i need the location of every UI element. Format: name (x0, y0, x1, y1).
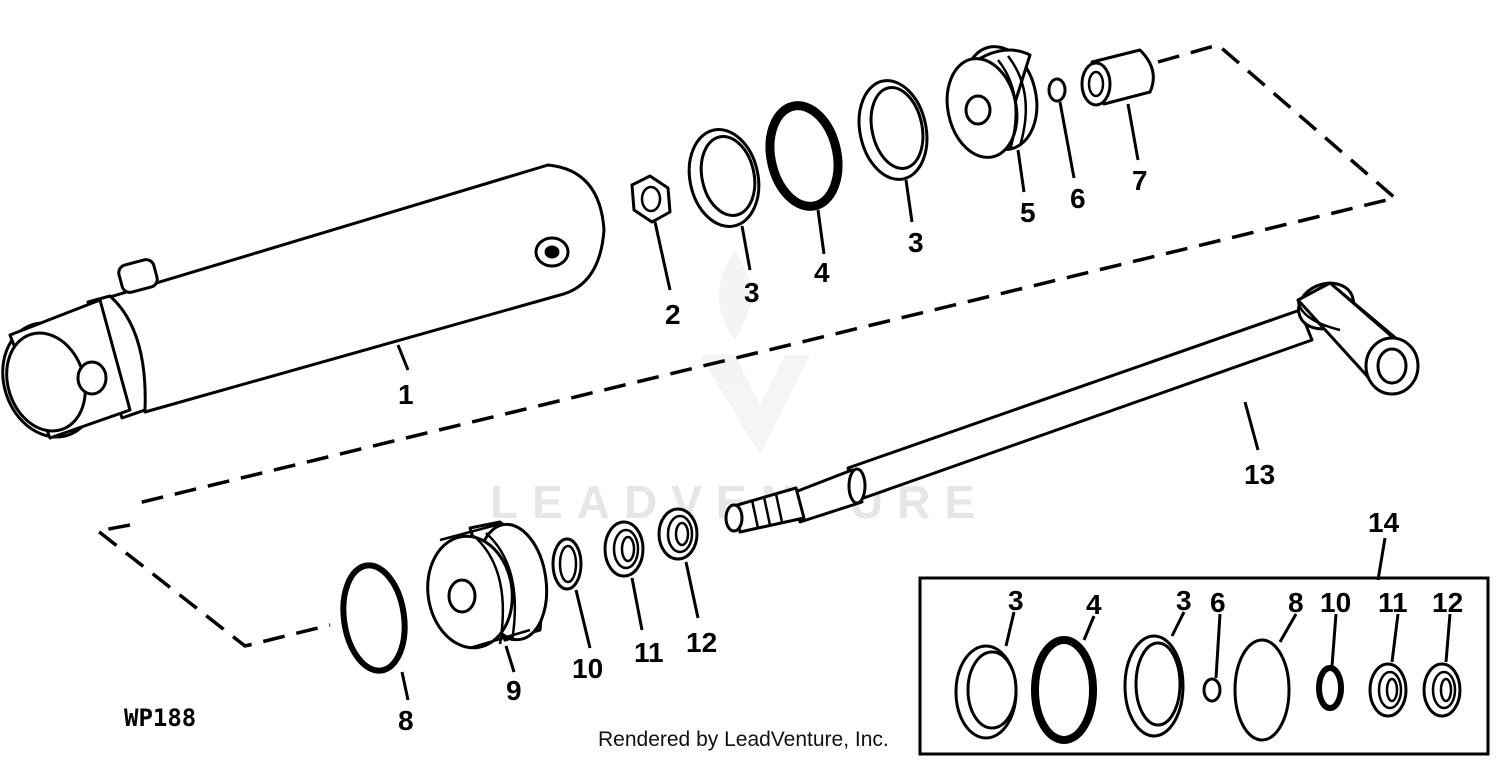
callout-12: 12 (686, 627, 717, 658)
callout-5: 5 (1020, 197, 1036, 228)
kit-callout-3-left: 3 (1008, 585, 1024, 616)
callout-7: 7 (1132, 165, 1148, 196)
part-5-piston (945, 45, 1039, 159)
part-10-o-ring (551, 537, 583, 591)
kit-callout-12: 12 (1432, 587, 1463, 618)
kit-part-10 (1316, 665, 1344, 711)
part-1-cylinder-barrel (1, 163, 606, 440)
part-12-wiper (657, 507, 699, 561)
part-7-bushing (1080, 48, 1155, 107)
part-3-backup-ring-upper-left (687, 128, 761, 228)
callout-11: 11 (634, 637, 664, 668)
callout-9: 9 (506, 675, 522, 706)
callout-2: 2 (665, 299, 681, 330)
part-8-packing-ring (340, 562, 408, 674)
part-9-cylinder-head (426, 520, 549, 650)
callout-4: 4 (814, 257, 830, 288)
seal-kit-box: 3 4 3 6 8 10 11 12 (918, 576, 1490, 756)
figure-code: WP188 (124, 704, 196, 732)
part-6-o-ring (1047, 77, 1067, 103)
callout-8: 8 (398, 705, 414, 736)
callout-3-right: 3 (908, 227, 924, 258)
kit-callout-10: 10 (1320, 587, 1351, 618)
kit-part-8 (1233, 638, 1291, 742)
callout-13: 13 (1244, 459, 1275, 490)
callout-1: 1 (398, 379, 414, 410)
part-3-backup-ring-upper-right (857, 79, 929, 181)
dashed-guide-upper (129, 43, 1399, 507)
render-credit: Rendered by LeadVenture, Inc. (598, 728, 889, 751)
callout-labels: 1 2 3 4 3 5 6 7 13 8 9 10 11 12 14 (398, 165, 1400, 736)
kit-callout-4: 4 (1086, 589, 1102, 620)
dashed-guide-lower (93, 523, 331, 648)
kit-callout-3-right: 3 (1176, 585, 1192, 616)
callout-14: 14 (1368, 507, 1400, 538)
part-13-piston-rod (724, 281, 1420, 534)
watermark-logo (700, 250, 810, 455)
kit-callout-8: 8 (1288, 587, 1304, 618)
leader-lines (396, 101, 1387, 701)
part-2-nut (630, 174, 672, 224)
part-4-packing-ring (765, 101, 843, 211)
callout-3-left: 3 (744, 277, 760, 308)
kit-part-4 (1031, 636, 1097, 744)
kit-part-6 (1202, 677, 1222, 703)
callout-10: 10 (572, 653, 603, 684)
kit-callout-11: 11 (1378, 587, 1408, 618)
part-11-wiper-seal (603, 520, 645, 578)
callout-6: 6 (1070, 183, 1086, 214)
kit-callout-6: 6 (1210, 587, 1226, 618)
